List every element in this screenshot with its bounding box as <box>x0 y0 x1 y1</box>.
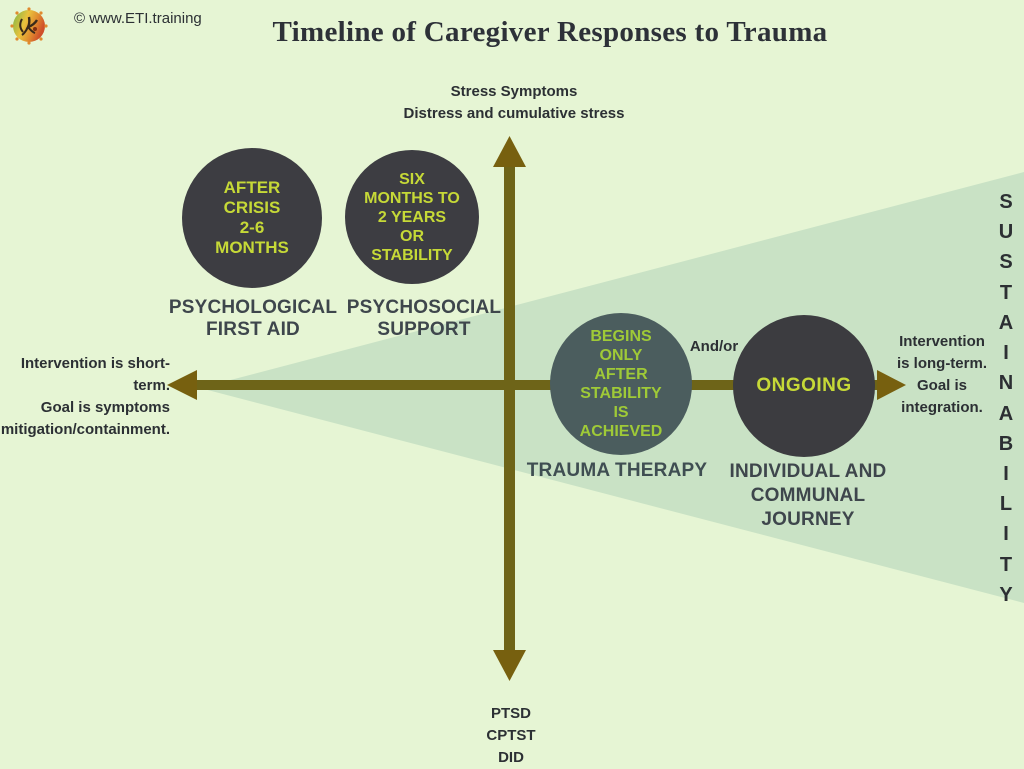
right-axis-label-line: Intervention <box>899 333 985 350</box>
sustainability-letter: N <box>998 372 1014 395</box>
left-axis-label-line: mitigation/containment. <box>0 421 170 438</box>
stage-label-line: SUPPORT <box>377 319 471 340</box>
left-arrowhead-icon <box>167 370 197 400</box>
right-axis-label-line: Goal is <box>916 377 968 394</box>
circle-text-line: STABILITY <box>371 246 453 264</box>
sustainability-letter: A <box>998 402 1014 425</box>
top-axis-label-line: Stress Symptoms <box>450 83 578 100</box>
sustainability-letter: Y <box>999 583 1013 606</box>
circle-text-line: AFTER <box>223 178 281 197</box>
stage-label-individual-communal-journey: INDIVIDUAL AND COMMUNAL JOURNEY <box>703 460 913 532</box>
and-or-label: And/or <box>689 338 739 355</box>
sustainability-letter: T <box>999 553 1013 576</box>
horizontal-axis-line <box>188 380 888 390</box>
page-title: Timeline of Caregiver Responses to Traum… <box>272 16 828 48</box>
sustainability-letter: S <box>999 191 1013 213</box>
sustainability-vertical-label: S U S T A I N A B I L I T Y <box>993 191 1019 607</box>
right-axis-label-line: integration. <box>901 399 983 416</box>
bottom-axis-label-line: DID <box>498 749 524 766</box>
circle-text-line: STABILITY <box>580 385 662 402</box>
up-arrowhead-icon <box>493 136 526 167</box>
bottom-axis-label: PTSD CPTST DID <box>411 703 611 769</box>
circle-trauma-therapy: BEGINS ONLY AFTER STABILITY IS ACHIEVED <box>550 313 692 455</box>
circle-text-line: AFTER <box>594 366 648 383</box>
stage-label-psychological-first-aid: PSYCHOLOGICAL FIRST AID <box>148 297 358 341</box>
circle-ongoing: ONGOING <box>733 315 875 457</box>
top-axis-label: Stress Symptoms Distress and cumulative … <box>314 81 714 125</box>
circle-text-line: ONGOING <box>756 375 852 396</box>
vertical-axis-line <box>504 158 515 654</box>
circle-text-line: 2 YEARS <box>377 208 447 226</box>
circle-text-line: CRISIS <box>223 198 281 217</box>
sustainability-letter: T <box>999 281 1013 304</box>
copyright-text: © www.ETI.training <box>74 10 202 27</box>
bottom-axis-label-line: PTSD <box>490 705 531 722</box>
down-arrowhead-icon <box>493 650 526 681</box>
sustainability-letter: U <box>998 221 1014 244</box>
circle-text-line: SIX <box>399 170 425 188</box>
right-arrowhead-icon <box>877 370 906 400</box>
circle-text-line: OR <box>400 227 424 245</box>
stage-label-line: INDIVIDUAL AND <box>729 461 887 482</box>
eti-logo-icon <box>10 7 48 45</box>
circle-text-line: ONLY <box>599 347 643 364</box>
sustainability-letter: B <box>998 432 1014 455</box>
sustainability-letter: I <box>1003 462 1009 485</box>
sustainability-letter: A <box>998 311 1014 334</box>
right-axis-label: Intervention is long-term. Goal is integ… <box>878 331 1006 419</box>
top-axis-label-line: Distress and cumulative stress <box>403 105 625 122</box>
sustainability-letter: I <box>1003 342 1009 365</box>
circle-text-line: BEGINS <box>590 328 652 345</box>
sustainability-letter: S <box>999 251 1013 274</box>
stage-label-line: FIRST AID <box>206 319 300 340</box>
circle-psychological-first-aid: AFTER CRISIS 2-6 MONTHS <box>182 148 322 288</box>
stage-label-line: PSYCHOSOCIAL <box>346 297 502 318</box>
sustainability-letter: L <box>999 493 1013 516</box>
right-axis-label-line: is long-term. <box>896 355 987 372</box>
circle-text-line: ACHIEVED <box>579 423 663 440</box>
sustainability-letter: I <box>1003 523 1009 546</box>
left-axis-label-line: Goal is symptoms <box>40 399 170 416</box>
circle-psychosocial-support: SIX MONTHS TO 2 YEARS OR STABILITY <box>345 150 479 284</box>
stage-label-psychosocial-support: PSYCHOSOCIAL SUPPORT <box>319 297 529 341</box>
circle-text-line: MONTHS TO <box>364 189 460 207</box>
circle-text-line: 2-6 <box>239 218 265 237</box>
left-axis-label: Intervention is short-term. Goal is symp… <box>0 353 170 441</box>
left-axis-label-line: Intervention is short-term. <box>20 355 170 394</box>
bottom-axis-label-line: CPTST <box>486 727 536 744</box>
stage-label-trauma-therapy: TRAUMA THERAPY <box>512 460 722 482</box>
circle-text-line: MONTHS <box>215 238 289 257</box>
stage-label-line: PSYCHOLOGICAL <box>168 297 338 318</box>
stage-label-line: TRAUMA THERAPY <box>526 460 708 481</box>
stage-label-line: JOURNEY <box>761 509 855 530</box>
circle-text-line: IS <box>613 404 629 421</box>
stage-label-line: COMMUNAL <box>750 485 866 506</box>
